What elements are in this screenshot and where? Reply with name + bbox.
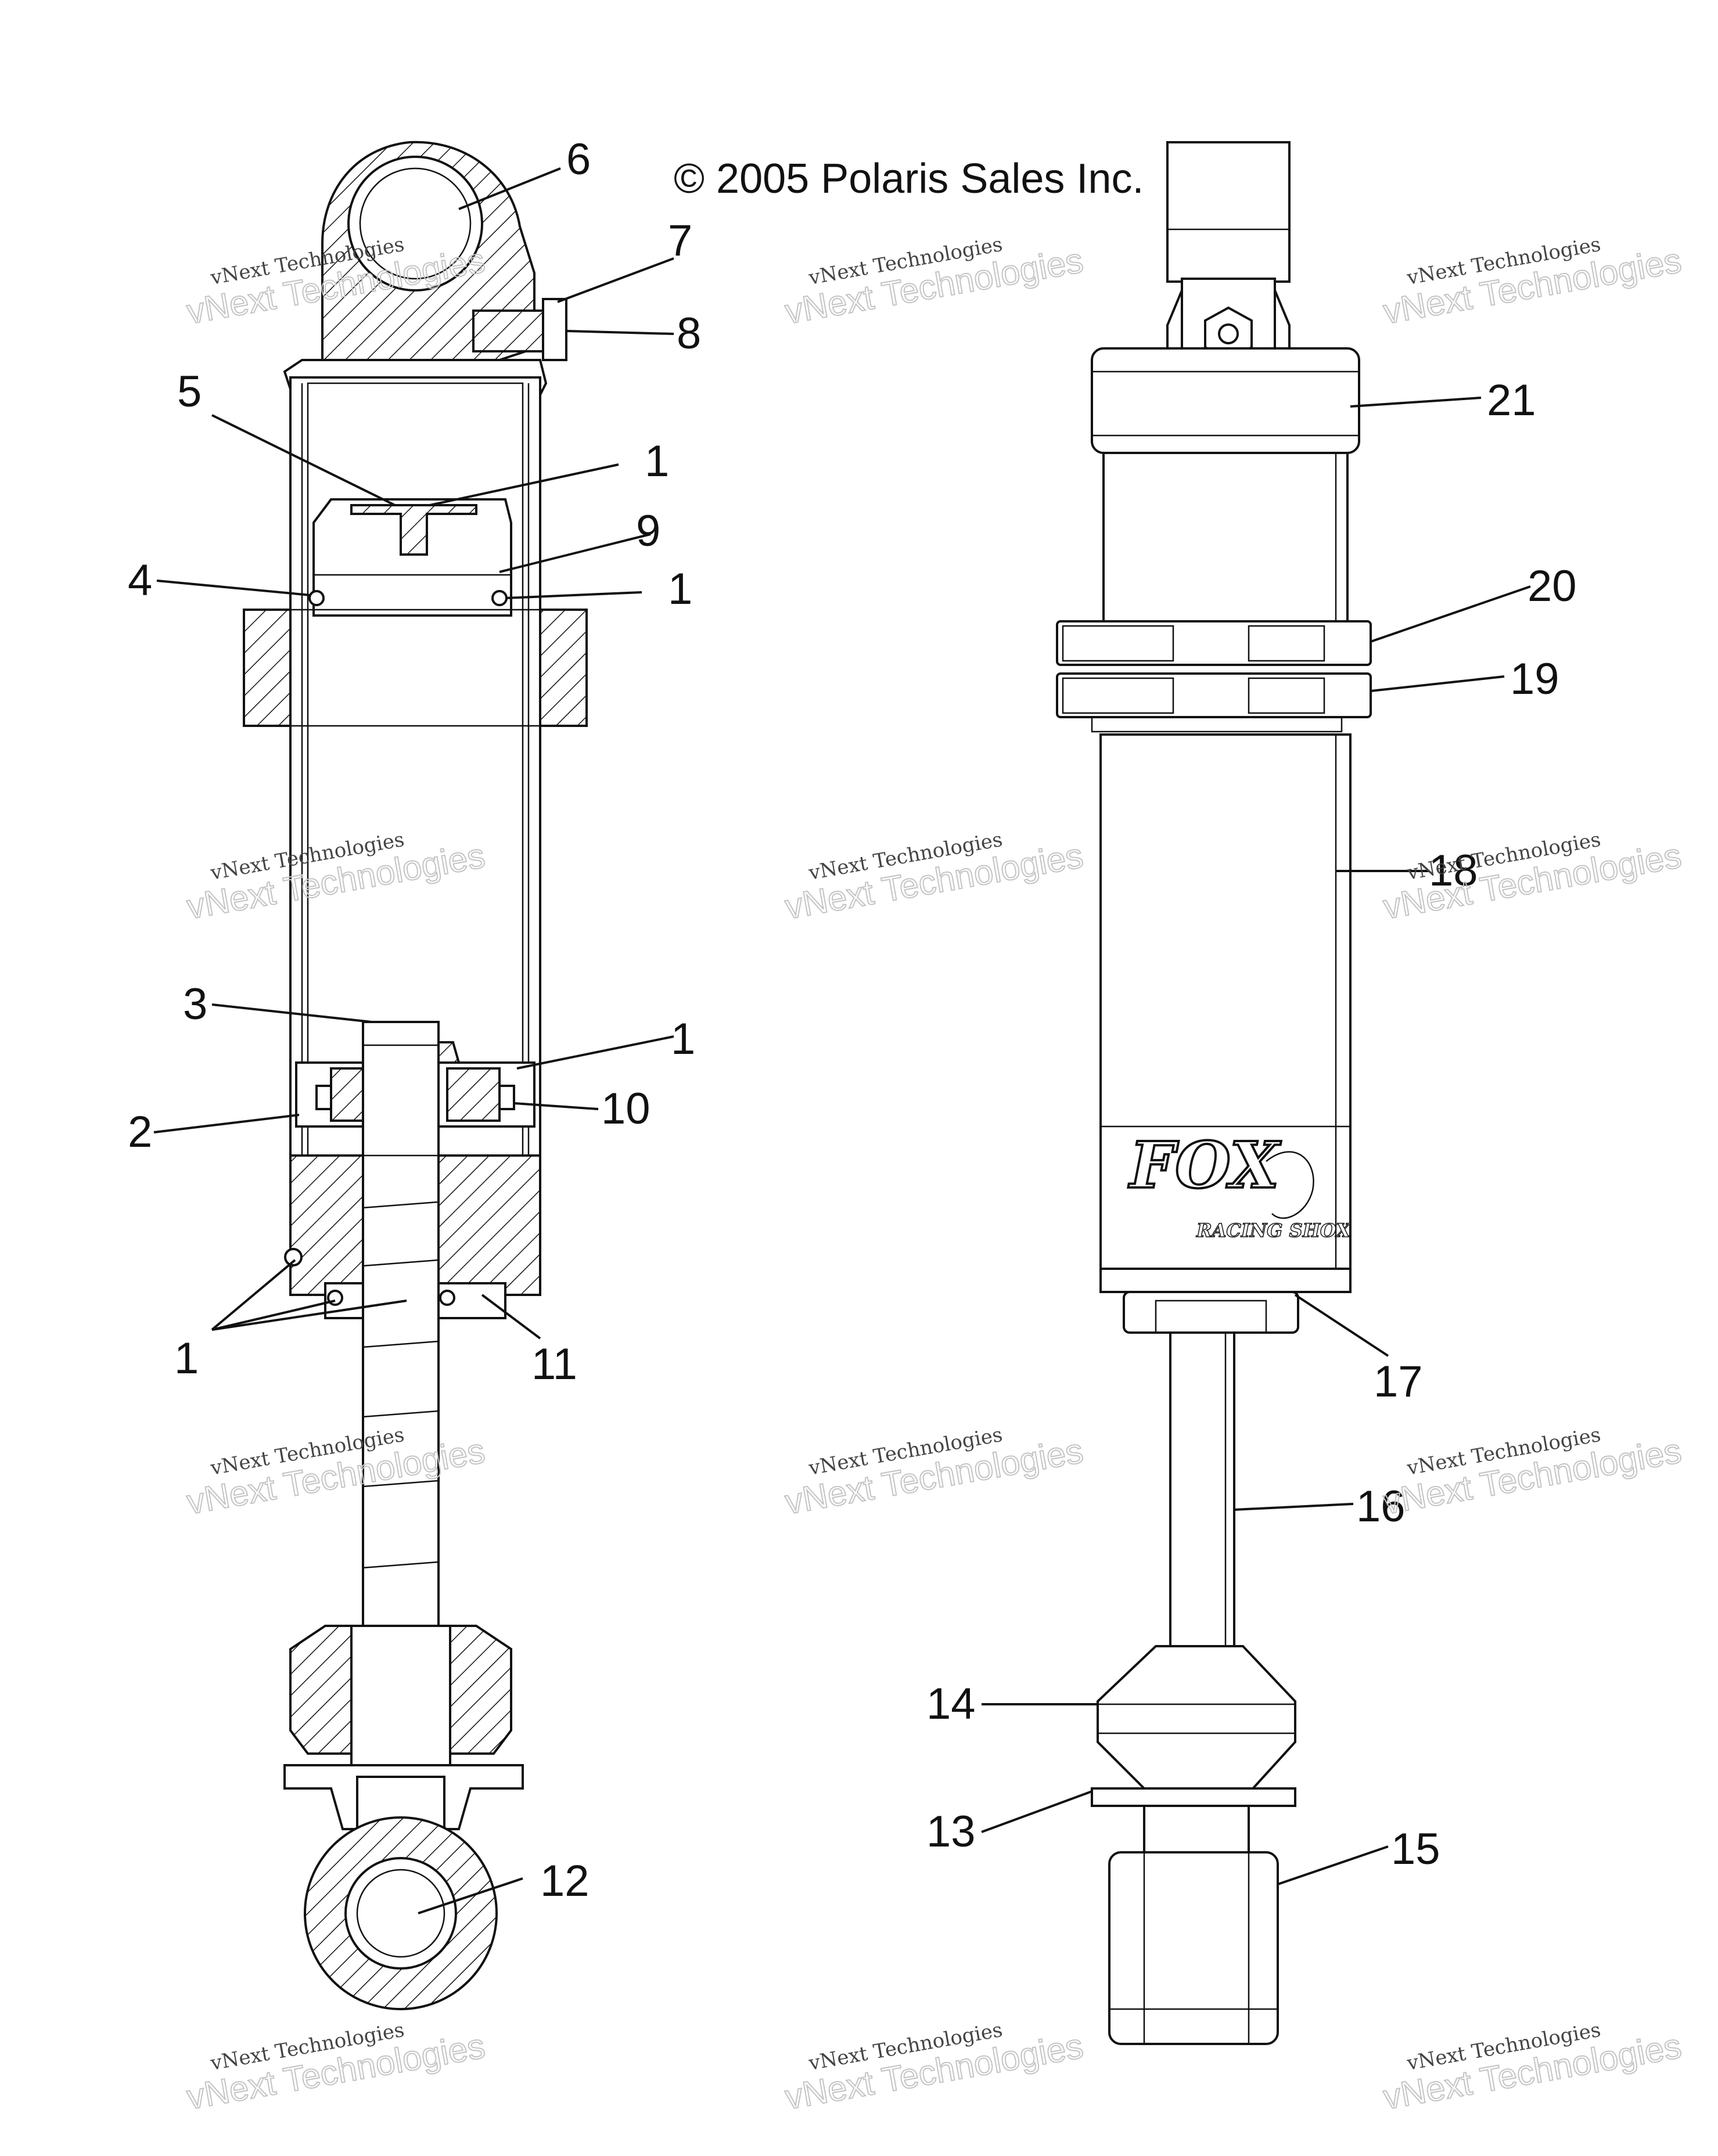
top-clevis: [1166, 141, 1291, 283]
shock-assembled: FOX RACING SHOX: [1056, 141, 1372, 2045]
callout-14: 14: [926, 1679, 976, 1729]
callout-19: 19: [1510, 654, 1559, 704]
callout-1: 1: [174, 1334, 199, 1383]
bottom-eyelet-15: [1108, 1851, 1279, 2045]
svg-text:FOX: FOX: [1128, 1128, 1281, 1203]
callout-6: 6: [566, 135, 591, 184]
callout-7: 7: [668, 216, 692, 265]
o-ring: [308, 590, 325, 606]
washer-13: [1091, 1787, 1296, 1807]
eyelet-bore-top: [347, 156, 483, 291]
callout-21: 21: [1487, 376, 1536, 425]
bumper-14: [1097, 1645, 1296, 1807]
callout-15: 15: [1391, 1824, 1440, 1874]
svg-text:RACING SHOX: RACING SHOX: [1196, 1219, 1351, 1241]
callout-2: 2: [128, 1107, 152, 1157]
floating-piston: [312, 498, 512, 617]
callout-8: 8: [677, 309, 701, 358]
collar-right: [539, 609, 588, 727]
shim-stack-right: [446, 1067, 501, 1122]
callout-18: 18: [1429, 846, 1478, 895]
callout-13: 13: [926, 1807, 976, 1856]
callout-17: 17: [1374, 1357, 1423, 1406]
callout-12: 12: [540, 1856, 590, 1906]
callout-3: 3: [183, 980, 207, 1029]
seal-ring: [284, 1248, 303, 1266]
callout-1: 1: [645, 437, 669, 486]
main-body-18: [1099, 733, 1352, 1270]
callouts: 6 7 8 5 1 9 4 1 3 1 2 10 1 11 12 21 20 1…: [128, 135, 1577, 1906]
body-cap-21: [1091, 347, 1360, 454]
callout-5: 5: [177, 367, 202, 416]
shock-cross-section: [243, 141, 588, 2010]
charge-valve: [350, 504, 477, 556]
o-ring: [491, 590, 508, 606]
bolt-head: [542, 298, 567, 361]
callout-20: 20: [1527, 562, 1577, 611]
callout-9: 9: [636, 506, 660, 556]
collar-left: [243, 609, 292, 727]
callout-1: 1: [668, 564, 692, 614]
callout-1: 1: [671, 1014, 695, 1064]
callout-16: 16: [1356, 1482, 1406, 1531]
callout-4: 4: [128, 556, 152, 605]
fox-logo: FOX RACING SHOX: [1127, 1126, 1352, 1242]
shaft-16: [1169, 1331, 1235, 1647]
preload-ring-20: [1056, 620, 1372, 666]
callout-10: 10: [601, 1084, 650, 1133]
callout-11: 11: [531, 1340, 577, 1389]
preload-ring-19: [1056, 672, 1372, 718]
leader-lines: [153, 167, 1531, 1914]
seal-cap-17: [1099, 1268, 1352, 1293]
upper-body: [1102, 452, 1349, 622]
copyright-text: © 2005 Polaris Sales Inc.: [674, 156, 1144, 202]
